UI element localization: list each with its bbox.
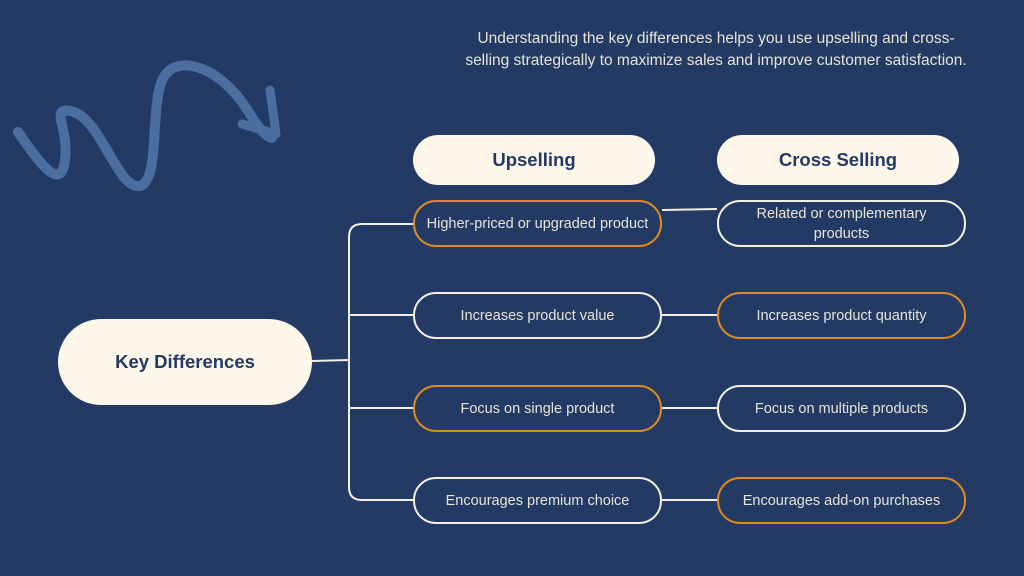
upselling-node-value: Increases product value bbox=[413, 292, 662, 339]
upselling-node-focus: Focus on single product bbox=[413, 385, 662, 432]
squiggle-arrow-icon bbox=[13, 60, 281, 191]
cross-selling-node-addon: Encourages add-on purchases bbox=[717, 477, 966, 524]
upselling-node-choice: Encourages premium choice bbox=[413, 477, 662, 524]
key-differences-node: Key Differences bbox=[58, 319, 312, 405]
root-connector bbox=[311, 359, 350, 362]
cross-selling-node-related: Related or complementary products bbox=[717, 200, 966, 247]
cross-selling-node-focus: Focus on multiple products bbox=[717, 385, 966, 432]
cross-selling-node-quantity: Increases product quantity bbox=[717, 292, 966, 339]
upselling-node-price: Higher-priced or upgraded product bbox=[413, 200, 662, 247]
branch-trunk bbox=[348, 223, 414, 501]
upselling-header: Upselling bbox=[413, 135, 655, 185]
pair-connector-1 bbox=[661, 208, 718, 211]
cross-selling-header: Cross Selling bbox=[717, 135, 959, 185]
intro-text: Understanding the key differences helps … bbox=[465, 30, 967, 69]
